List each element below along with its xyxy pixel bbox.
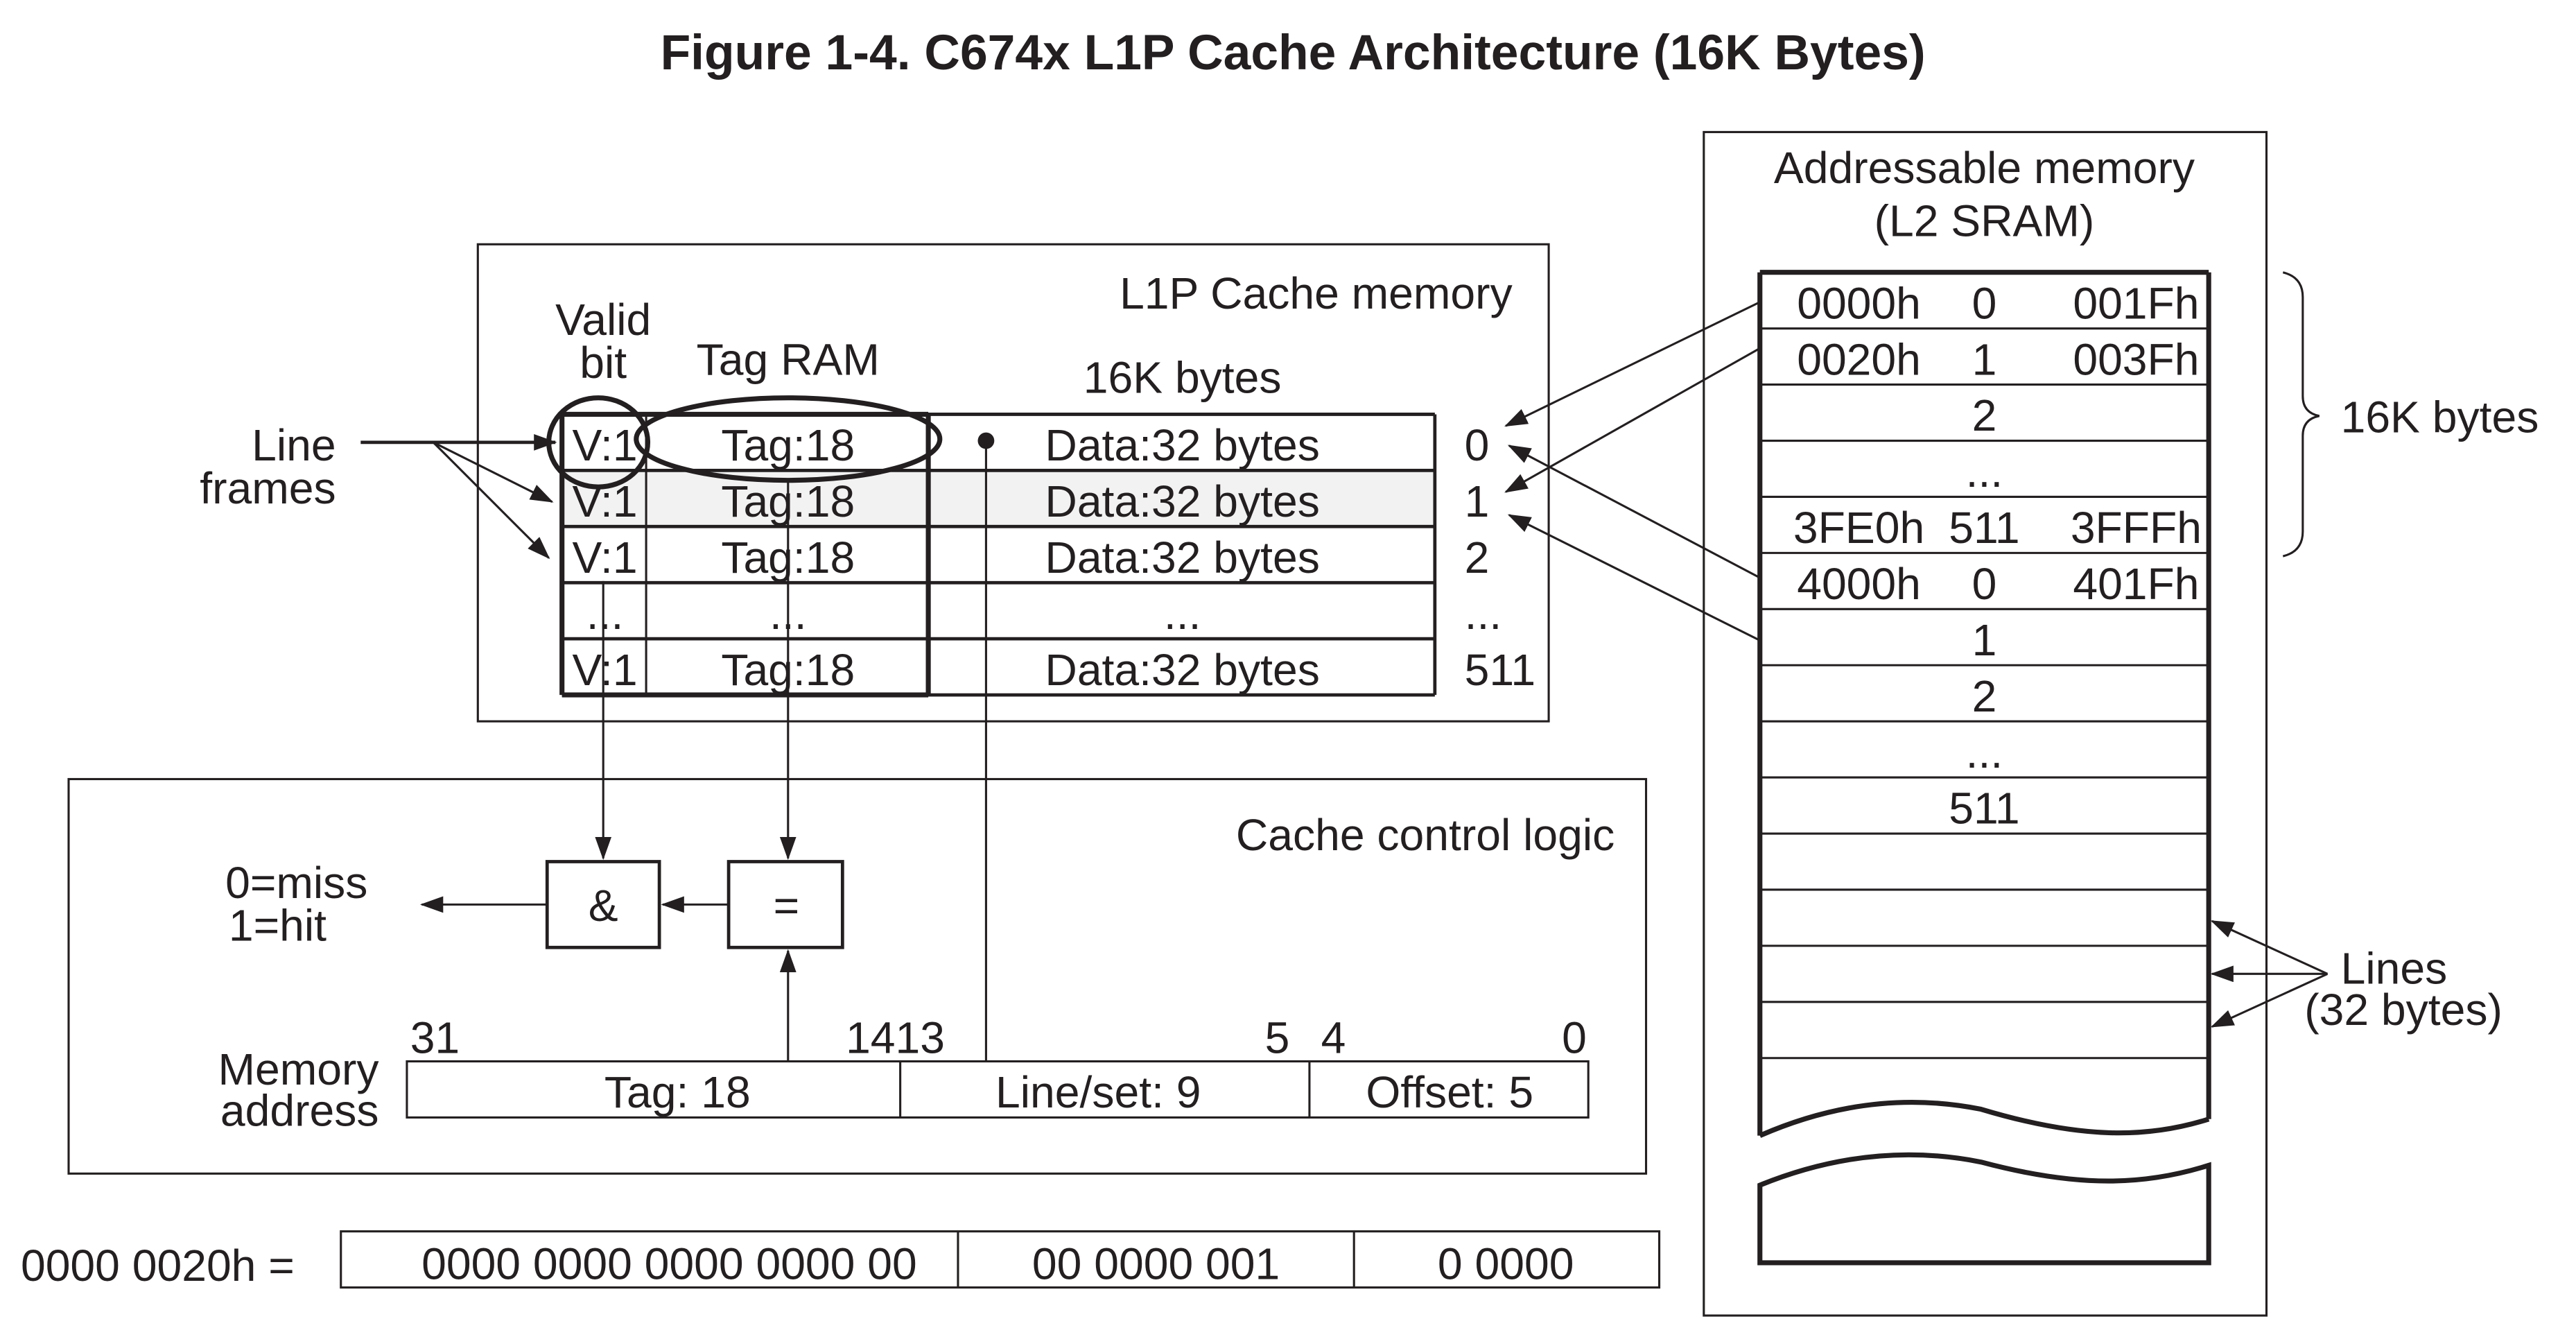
example-offset: 0 0000: [1438, 1239, 1574, 1289]
hit-label: 1=hit: [229, 901, 327, 951]
field-offset: Offset: 5: [1366, 1067, 1533, 1117]
bit-5: 5: [1265, 1013, 1290, 1063]
l2-brace-label: 16K bytes: [2341, 393, 2539, 442]
example-label: 0000 0020h =: [21, 1241, 295, 1291]
tag-ellipse: [634, 395, 943, 483]
cache-row: V:1 Tag:18 Data:32 bytes 2: [573, 533, 1490, 583]
l2-row: ...: [1966, 447, 2003, 497]
control-label: Cache control logic: [1236, 810, 1615, 860]
bit-0: 0: [1562, 1013, 1587, 1063]
brace-icon: [2282, 271, 2320, 558]
valid-label-2: bit: [580, 338, 627, 388]
cache-row: V:1 Tag:18 Data:32 bytes 0: [573, 420, 1490, 470]
valid-label-1: Valid: [555, 295, 651, 345]
bit-31: 31: [410, 1013, 460, 1063]
l2-row-end: 003Fh: [2073, 334, 2199, 384]
compare-gate-label: =: [774, 881, 800, 931]
svg-text:...: ...: [1465, 589, 1502, 639]
l2-row-line: 511: [1949, 784, 2019, 834]
l1p-size-label: 16K bytes: [1084, 352, 1282, 402]
figure-title: Figure 1-4. C674x L1P Cache Architecture…: [661, 25, 1926, 80]
cache-row: V:1 Tag:18 Data:32 bytes 1: [573, 476, 1490, 526]
field-line-set: Line/set: 9: [995, 1067, 1201, 1117]
l1p-cache-memory: L1P Cache memory Valid bit Tag RAM 16K b…: [476, 243, 1550, 723]
l2-row: 3FE0h 511 3FFFh: [1793, 503, 2202, 553]
tag-ram-label: Tag RAM: [697, 334, 880, 384]
l2-row: 0000h 0 001Fh: [1797, 278, 2199, 328]
svg-text:Data:32 bytes: Data:32 bytes: [1045, 645, 1319, 695]
l2-row-start: 4000h: [1797, 559, 1921, 609]
svg-text:2: 2: [1465, 533, 1490, 583]
svg-text:V:1: V:1: [573, 420, 638, 470]
l2-row: 511: [1949, 784, 2019, 834]
line-frames-arrows: [360, 434, 557, 560]
l2-label-1: Addressable memory: [1774, 143, 2195, 193]
lines-label-2: (32 bytes): [2304, 985, 2503, 1035]
l2-row: ...: [1966, 727, 2003, 777]
l2-row: 4000h 0 401Fh: [1797, 559, 2199, 609]
l2-row-line: ...: [1966, 447, 2003, 497]
lines-label-1: Lines: [2341, 944, 2448, 994]
l2-row-end: 401Fh: [2073, 559, 2199, 609]
svg-text:0: 0: [1465, 420, 1490, 470]
cache-control-logic: Cache control logic & = 0=miss 1=hit Mem…: [67, 440, 1648, 1175]
example-address: 0000 0020h = 0000 0000 0000 0000 00 00 0…: [21, 1230, 1661, 1291]
mapping-arrows: [1504, 301, 1761, 641]
l2-row: 0020h 1 003Fh: [1797, 334, 2199, 384]
svg-text:Tag:18: Tag:18: [721, 420, 855, 470]
bit-14-13: 1413: [846, 1013, 945, 1063]
l2-row-line: 0: [1972, 559, 1997, 609]
l2-row: 2: [1972, 671, 1997, 721]
l1p-label: L1P Cache memory: [1120, 268, 1513, 318]
and-gate-label: &: [589, 881, 618, 931]
bit-4: 4: [1321, 1013, 1346, 1063]
l2-row-start: 3FE0h: [1793, 503, 1924, 553]
memory-address-label-2: address: [220, 1085, 379, 1135]
memory-address-label-1: Memory: [218, 1044, 378, 1094]
line-frames-label-1: Line: [252, 420, 336, 470]
svg-text:511: 511: [1465, 645, 1535, 695]
l2-row-line: 2: [1972, 390, 1997, 440]
l2-row: 2: [1972, 390, 1997, 440]
cache-row: ... ... ... ...: [586, 589, 1502, 639]
l2-row-end: 3FFFh: [2071, 503, 2202, 553]
address-fields: [406, 1060, 1590, 1119]
svg-text:...: ...: [1164, 589, 1201, 639]
example-tag: 0000 0000 0000 0000 00: [421, 1239, 917, 1289]
line-frames-label-2: frames: [200, 463, 336, 513]
svg-text:V:1: V:1: [573, 533, 638, 583]
svg-text:V:1: V:1: [573, 645, 638, 695]
l2-row-line: 0: [1972, 278, 1997, 328]
svg-text:Data:32 bytes: Data:32 bytes: [1045, 420, 1319, 470]
svg-text:1: 1: [1465, 476, 1490, 526]
cache-row: V:1 Tag:18 Data:32 bytes 511: [573, 645, 1536, 695]
example-line: 00 0000 001: [1032, 1239, 1280, 1289]
l2-row-end: 001Fh: [2073, 278, 2199, 328]
l2-row-start: 0000h: [1797, 278, 1921, 328]
l2-label-2: (L2 SRAM): [1874, 196, 2095, 245]
l2-row-line: 1: [1972, 615, 1997, 665]
miss-label: 0=miss: [225, 858, 367, 908]
l2-row-line: ...: [1966, 727, 2003, 777]
l2-row-line: 511: [1949, 503, 2019, 553]
l2-row-line: 1: [1972, 334, 1997, 384]
svg-text:Data:32 bytes: Data:32 bytes: [1045, 476, 1319, 526]
highlighted-row: [562, 470, 1435, 527]
l2-row-start: 0020h: [1797, 334, 1921, 384]
addressable-memory: Addressable memory (L2 SRAM) 0000h 0 001Fh…: [1703, 130, 2539, 1317]
svg-text:...: ...: [586, 589, 624, 639]
l2-row-line: 2: [1972, 671, 1997, 721]
l2-row: 1: [1972, 615, 1997, 665]
field-tag: Tag: 18: [604, 1067, 751, 1117]
svg-text:Data:32 bytes: Data:32 bytes: [1045, 533, 1319, 583]
